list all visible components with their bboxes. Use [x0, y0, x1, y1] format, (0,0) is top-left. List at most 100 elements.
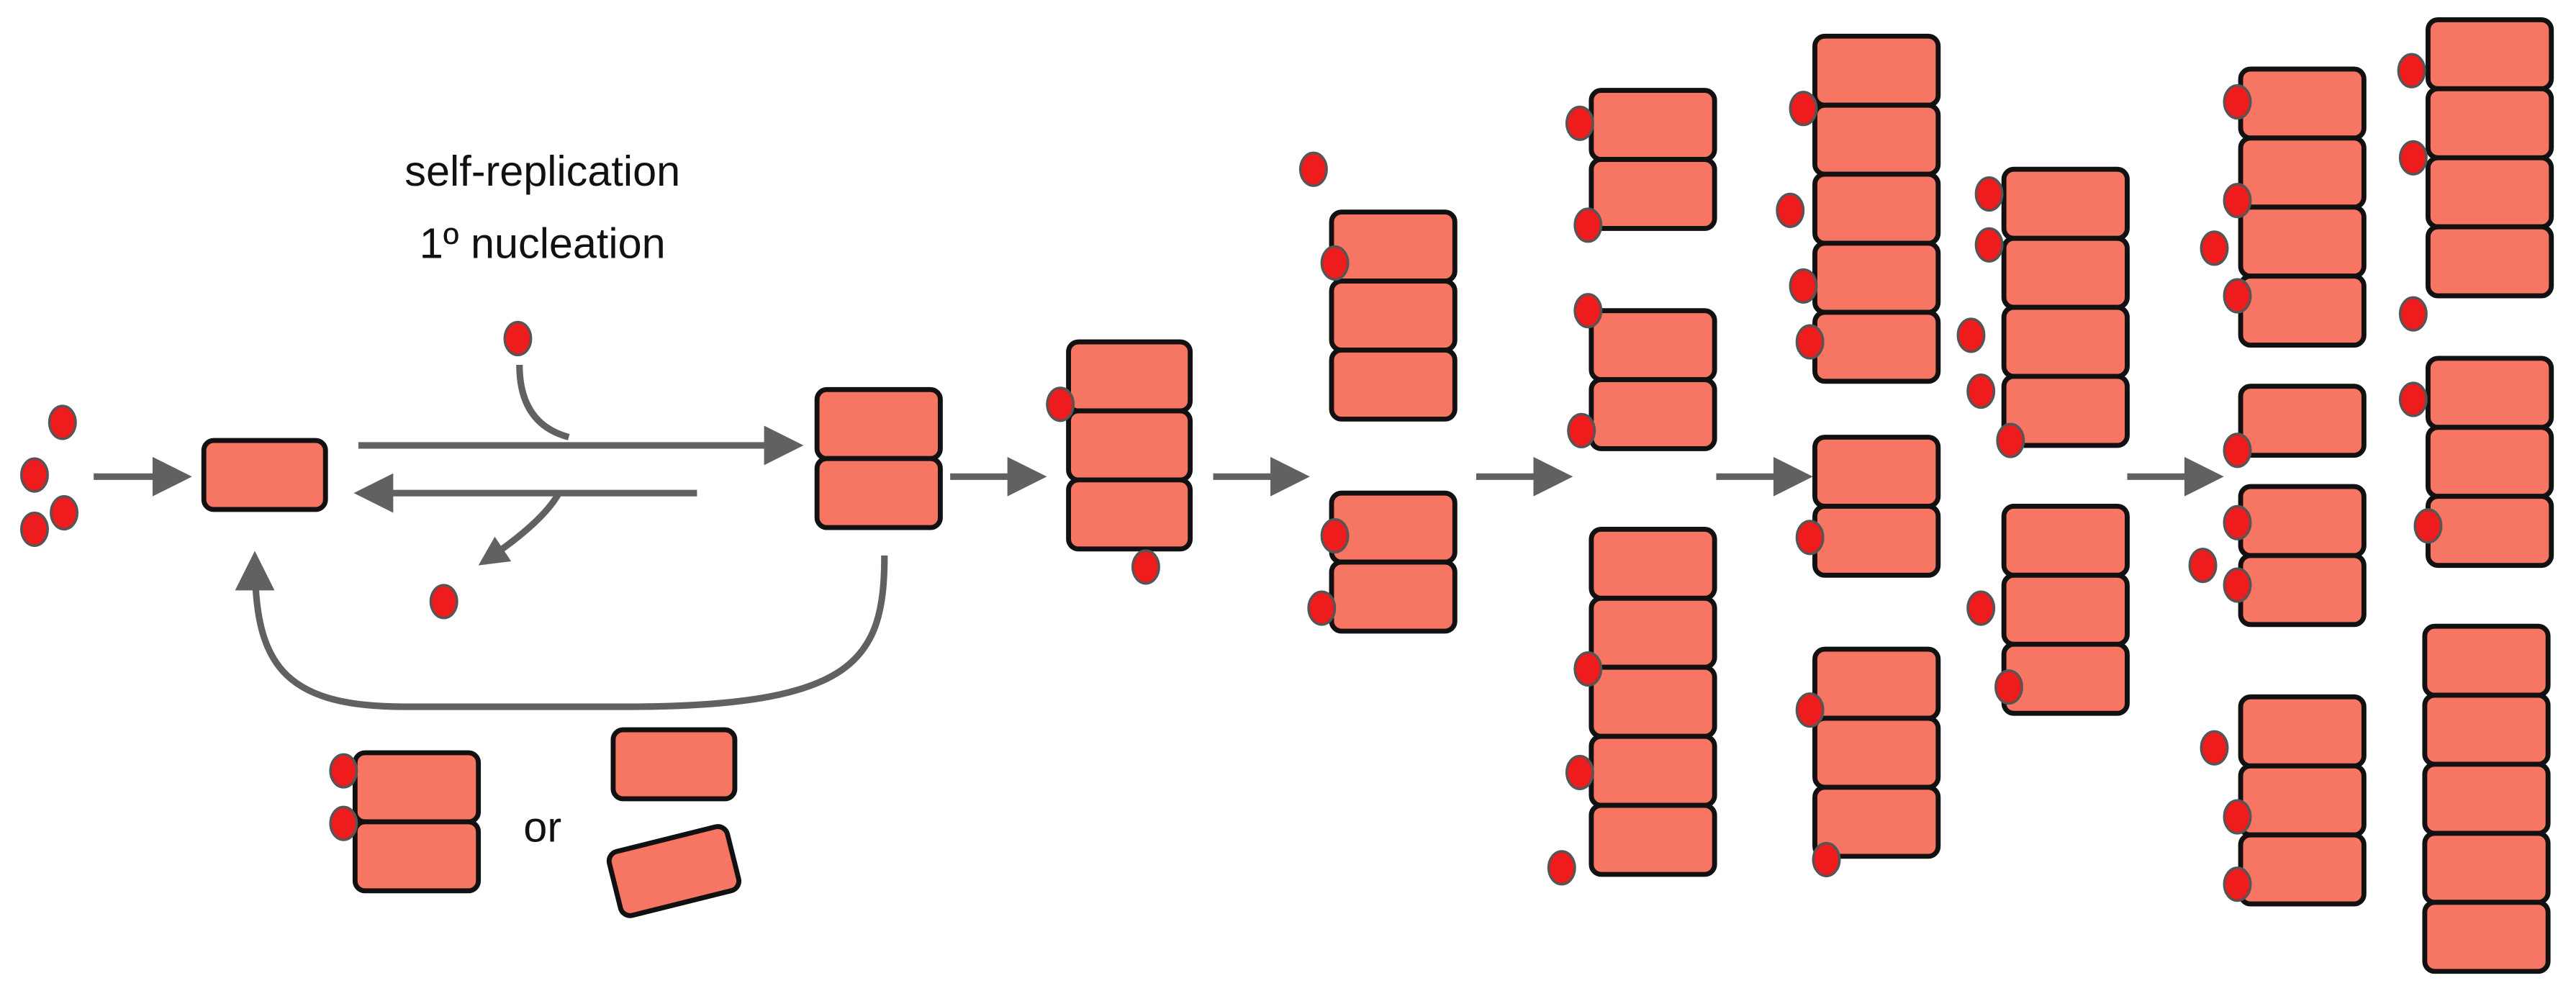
monomer-dot — [1547, 850, 1576, 886]
monomer-dot — [1131, 549, 1160, 585]
fibril-block — [1588, 595, 1717, 670]
monomer-dot — [1956, 317, 1986, 353]
stage-arrows — [94, 365, 2224, 710]
monomer-dot — [2398, 296, 2428, 332]
fibril-block — [1588, 308, 1717, 382]
fibril-block — [1329, 559, 1458, 634]
monomer-dot — [1789, 268, 1818, 304]
monomer-dot — [2223, 504, 2252, 540]
fibril-block — [2426, 224, 2554, 299]
fibril-block — [2422, 761, 2551, 836]
monomer-dot — [503, 320, 533, 357]
fibril-block — [1588, 664, 1717, 739]
fibril-blocks — [201, 17, 2554, 974]
fibril-block — [1588, 88, 1717, 162]
fibril-block — [1812, 715, 1941, 790]
fibril-block — [1588, 733, 1717, 808]
monomer-dot — [1567, 412, 1596, 448]
fibril-block — [2426, 356, 2554, 430]
monomer-dot — [1996, 422, 2025, 458]
monomer-dot — [1974, 176, 2004, 212]
fibril-block — [2001, 235, 2130, 310]
monomer-dot — [1565, 105, 1594, 141]
monomer-dot — [329, 805, 358, 841]
monomer-dot — [1298, 151, 1328, 187]
fibril-block — [2238, 763, 2367, 838]
fibril-block — [1812, 171, 1941, 246]
monomer-dot — [2397, 53, 2426, 89]
label-primary-nucleation: 1º nucleation — [420, 219, 666, 268]
monomer-dot — [2223, 278, 2252, 314]
fibril-block — [1588, 157, 1717, 231]
fibril-block — [1588, 377, 1717, 451]
fibril-block — [2238, 204, 2367, 279]
fibril-block — [1329, 279, 1458, 353]
fibril-block — [2426, 425, 2554, 499]
fibril-block — [1812, 240, 1941, 315]
monomer-dot — [1812, 841, 1841, 877]
monomer-dot — [1046, 386, 1075, 422]
fibril-block — [2422, 830, 2551, 905]
fibril-block — [2238, 553, 2367, 628]
monomer-dot — [1573, 651, 1603, 687]
monomer-dot — [2398, 381, 2428, 417]
fibril-block — [2238, 484, 2367, 558]
fibril-block — [2238, 135, 2367, 210]
monomer-dot — [19, 511, 49, 547]
fibril-block — [814, 386, 943, 461]
monomer-dot — [1974, 227, 2004, 263]
tilted-fibril-block — [606, 824, 741, 918]
fibril-block — [352, 819, 482, 894]
label-self-replication: self-replication — [405, 147, 680, 195]
fibril-block — [2238, 273, 2367, 348]
fibril-block — [2001, 304, 2130, 379]
monomer-dot — [1573, 207, 1603, 243]
monomer-dot — [1994, 669, 2024, 705]
monomer-dot — [1573, 293, 1603, 329]
monomer-dot — [1789, 91, 1818, 127]
fibril-block — [201, 438, 328, 512]
monomer-dot — [1307, 590, 1337, 626]
fibril-block — [2422, 623, 2551, 698]
fibril-block — [2426, 17, 2554, 91]
monomer-dot — [2200, 730, 2229, 766]
fibril-block — [2238, 384, 2367, 458]
monomer-dot — [1966, 590, 1996, 626]
monomer-dot — [429, 584, 458, 620]
fibril-block — [1329, 348, 1458, 422]
fibril-block — [1066, 408, 1193, 483]
fibril-block — [352, 750, 482, 825]
monomer-dot — [2223, 866, 2252, 902]
monomer-dot — [1776, 192, 1805, 228]
monomer-dot — [48, 404, 77, 440]
fibril-block — [1588, 526, 1717, 601]
monomer-dot — [1966, 374, 1996, 409]
fibril-block — [1812, 33, 1941, 108]
monomer-dot — [19, 457, 49, 493]
monomer-dot — [1795, 520, 1825, 556]
fibril-block — [1329, 490, 1458, 565]
monomer-release-curve — [478, 491, 562, 566]
fibril-block — [2001, 641, 2130, 716]
fibril-block — [1812, 646, 1941, 721]
monomer-dot — [2188, 548, 2218, 584]
fibril-block — [2422, 692, 2551, 767]
monomer-dot — [2223, 183, 2252, 219]
monomer-dot — [2398, 140, 2428, 176]
fibril-block — [1588, 802, 1717, 877]
fibril-block — [2001, 166, 2130, 241]
label-or: or — [523, 802, 561, 851]
fibril-block — [2426, 494, 2554, 569]
fibril-block — [1812, 503, 1941, 578]
fibril-block — [1812, 102, 1941, 177]
monomer-dot — [2223, 433, 2252, 468]
fibril-block — [1812, 309, 1941, 384]
monomer-dot — [1320, 245, 1350, 281]
fibril-block — [2001, 374, 2130, 448]
fibril-block — [2001, 503, 2130, 578]
fibril-block — [1329, 209, 1458, 284]
monomer-dot — [329, 753, 358, 789]
monomer-join-curve — [516, 365, 570, 440]
fibril-block — [1066, 477, 1193, 552]
